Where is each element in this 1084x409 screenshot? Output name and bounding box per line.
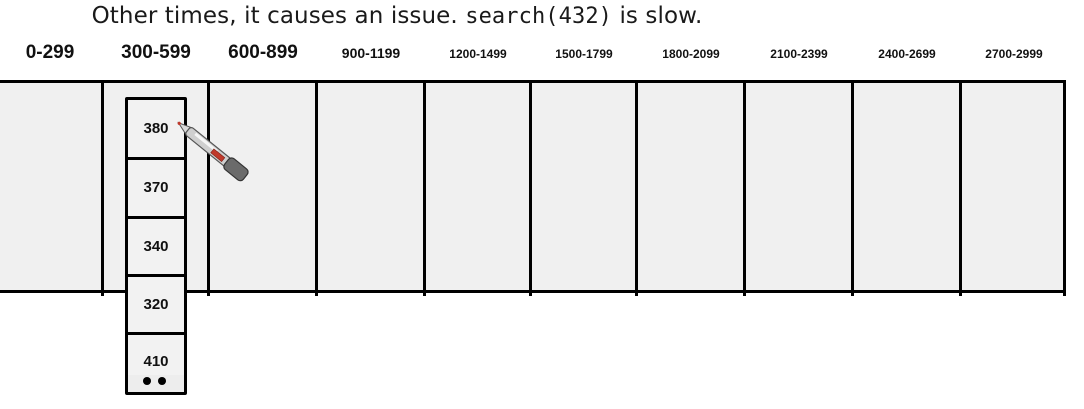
slide-caption: Other times, it causes an issue. search(… [0,3,794,29]
bucket-cell-0 [0,80,104,296]
chain-separator [128,216,184,219]
bucket-cell-8 [854,80,962,296]
bucket-header-2: 600-899 [228,42,298,63]
bucket-cell-4 [426,80,532,296]
pen-icon [177,121,249,182]
bucket-cell-3 [318,80,426,296]
chain-separator [128,332,184,335]
bucket-header-6: 1800-2099 [662,47,720,61]
bucket-cell-6 [638,80,746,296]
bucket-cell-2 [210,80,318,296]
bucket-header-9: 2700-2999 [985,47,1043,61]
bucket-header-5: 1500-1799 [555,47,613,61]
chain-separator [128,157,184,160]
bucket-header-7: 2100-2399 [770,47,828,61]
bucket-cell-1 [104,80,210,296]
caption-code: search(432) [465,4,613,29]
chain-node-380: 380 [128,100,184,157]
bucket-header-8: 2400-2699 [878,47,936,61]
chain-node-410: 410 [128,335,184,375]
chain-node-320: 320 [128,277,184,332]
bucket-header-4: 1200-1499 [449,47,507,61]
bucket-cell-7 [746,80,854,296]
bucket-cell-5 [532,80,638,296]
bucket-header-1: 300-599 [121,42,191,63]
caption-suffix: is slow. [612,3,703,29]
caption-text: Other times, it causes an issue. [91,3,466,29]
ellipsis-dot [143,377,151,385]
chain-node-370: 370 [128,160,184,216]
bucket-header-3: 900-1199 [341,45,401,61]
bucket-header-0: 0-299 [25,42,75,63]
ellipsis-dot [158,377,166,385]
chain-node-340: 340 [128,219,184,274]
bucket-cell-9 [962,80,1066,296]
chain-separator [128,274,184,277]
